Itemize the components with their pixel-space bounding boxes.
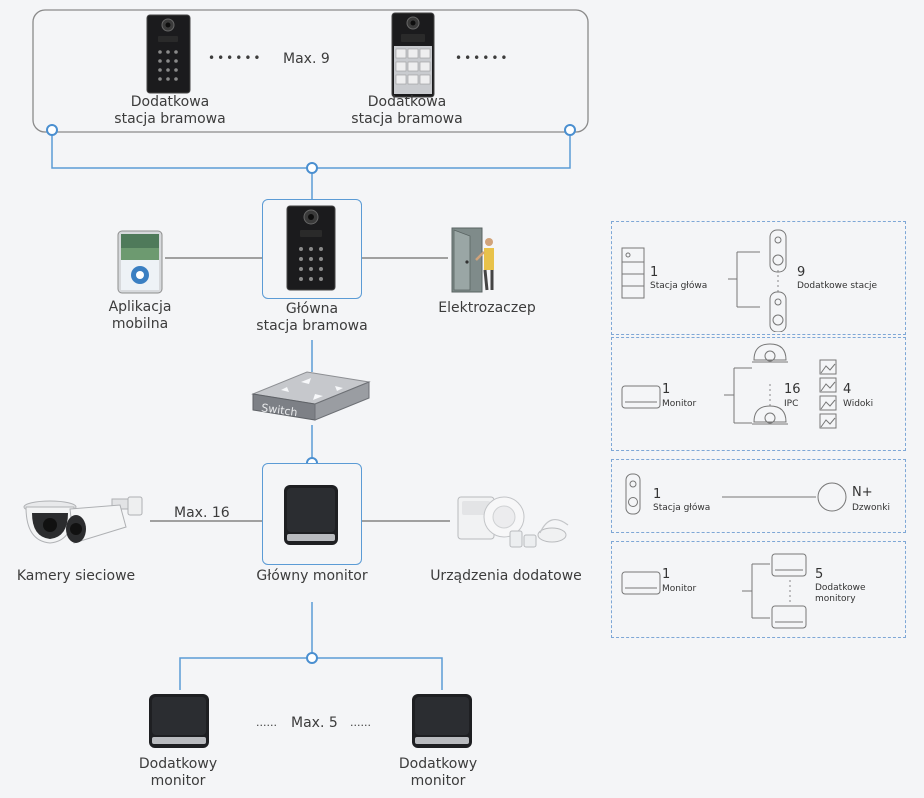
legend2-label-right: Widoki [843, 399, 874, 409]
main-monitor-label: Główny monitor [256, 568, 368, 584]
extra-monitor-left-icon [149, 694, 209, 748]
legend2-label-mid: IPC [784, 399, 799, 409]
node-bottom-center [306, 652, 318, 664]
legend4-label-right: Dodatkowe monitory [815, 583, 866, 605]
legend-panel-stations [611, 221, 906, 335]
network-cameras-icon [23, 496, 143, 544]
legend-extra-monitor-top-icon [771, 553, 807, 577]
node-top-center [306, 162, 318, 174]
legend2-count-left: 1 [662, 382, 671, 397]
extra-door-station-keypad-icon [146, 14, 191, 94]
legend2-label-left: Monitor [662, 399, 697, 409]
label-line: Dodatkowy [138, 756, 218, 772]
label-line: Dodatkowe [815, 583, 866, 593]
legend-extra-monitor-bottom-icon [771, 605, 807, 629]
extra-door-station-buttons-icon [391, 12, 435, 98]
label-line: stacja bramowa [256, 318, 368, 334]
main-door-station-icon [286, 205, 336, 291]
extra-monitor-right-label: Dodatkowy monitor [378, 756, 498, 790]
accessories-devices-icon [457, 496, 569, 548]
legend-panel2-graphics [621, 343, 837, 429]
label-line: monitor [410, 773, 466, 789]
legend-main-station-outline-icon [621, 247, 645, 299]
legend-panel-monitor-ipc [611, 337, 906, 451]
extra-station-left-label: Dodatkowa stacja bramowa [110, 94, 230, 128]
extra-monitor-right-icon [412, 694, 472, 748]
legend-panel3-graphics [625, 473, 847, 515]
electric-lock-label: Elektrozaczep [438, 300, 536, 316]
cameras-max-label: Max. 16 [174, 505, 230, 521]
legend1-label-left: Stacja główa [650, 281, 708, 291]
legend-panel4-graphics [621, 553, 807, 629]
legend-panel-chimes [611, 459, 906, 533]
legend3-count-right: N+ [852, 485, 873, 500]
legend-doorbell-icon [625, 473, 641, 515]
legend-views-icon [819, 359, 837, 429]
main-door-station-label: Główna stacja bramowa [242, 301, 382, 335]
legend-doorbell-bottom-icon [769, 291, 787, 332]
label-line: monitor [150, 773, 206, 789]
label-line: Dodatkowa [130, 94, 210, 110]
top-container [32, 9, 589, 133]
top-dots-right: •••••• [455, 51, 510, 65]
label-line: stacja bramowa [351, 111, 463, 127]
network-switch-icon: Switch [251, 371, 371, 421]
extra-station-right-label: Dodatkowa stacja bramowa [347, 94, 467, 128]
legend2-count-right: 4 [843, 382, 852, 397]
label-line: Aplikacja [108, 299, 172, 315]
bottom-dots-left: ······ [256, 719, 277, 732]
legend-chime-icon [817, 482, 847, 512]
legend4-count-right: 5 [815, 567, 824, 582]
extra-monitor-left-label: Dodatkowy monitor [118, 756, 238, 790]
label-line: monitory [815, 594, 856, 604]
node-top-left [46, 124, 58, 136]
legend3-count-left: 1 [653, 487, 662, 502]
top-dots-left: •••••• [208, 51, 263, 65]
legend3-label-left: Stacja główa [653, 503, 711, 513]
switch-label: Switch [260, 401, 298, 419]
legend4-count-left: 1 [662, 567, 671, 582]
legend2-count-mid: 16 [784, 382, 801, 397]
label-line: Dodatkowa [367, 94, 447, 110]
label-line: mobilna [111, 316, 169, 332]
legend-monitor-main-icon [621, 571, 661, 595]
legend4-label-left: Monitor [662, 584, 697, 594]
accessories-label: Urządzenia dodatowe [430, 568, 582, 584]
legend3-label-right: Dzwonki [852, 503, 890, 513]
mobile-app-label: Aplikacja mobilna [90, 299, 190, 333]
label-line: Główna [285, 301, 339, 317]
legend1-count-right: 9 [797, 265, 806, 280]
legend-panel1-graphics [621, 229, 787, 332]
mobile-app-phone-icon [117, 230, 163, 294]
cameras-label: Kamery sieciowe [16, 568, 136, 584]
legend1-label-right: Dodatkowe stacje [797, 281, 878, 291]
bottom-max-label: Max. 5 [291, 715, 338, 731]
legend-doorbell-top-icon [769, 229, 787, 273]
label-line: stacja bramowa [114, 111, 226, 127]
label-line: Dodatkowy [398, 756, 478, 772]
legend1-count-left: 1 [650, 265, 659, 280]
legend-ipc-top-icon [752, 343, 788, 363]
legend-ipc-bottom-icon [752, 405, 788, 425]
bottom-dots-right: ······ [350, 719, 371, 732]
main-monitor-icon [284, 485, 338, 545]
electric-lock-door-icon [451, 227, 494, 293]
legend-monitor-icon [621, 385, 661, 409]
legend-panel-extra-monitors [611, 541, 906, 638]
node-top-right [564, 124, 576, 136]
top-max-label: Max. 9 [283, 51, 330, 67]
